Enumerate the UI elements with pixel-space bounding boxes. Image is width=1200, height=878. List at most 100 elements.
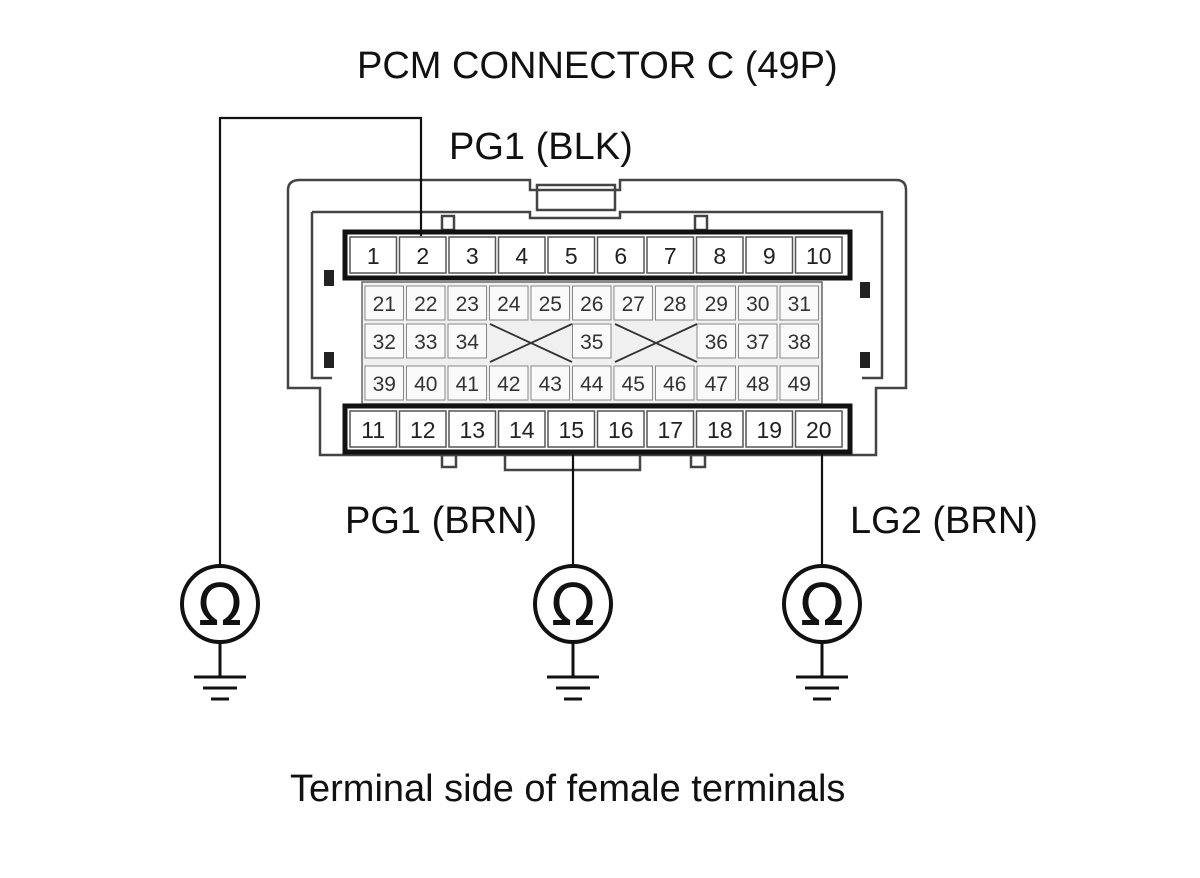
ground-icon [547, 642, 599, 701]
middle-cavity [447, 365, 487, 401]
diagram-title: PCM CONNECTOR C (49P) [357, 45, 838, 87]
top-row-cavity [646, 236, 695, 274]
pin-number: 19 [756, 417, 782, 443]
ohmmeter-3: Ω [782, 564, 862, 701]
middle-cavity [447, 323, 487, 359]
ground-icon [194, 642, 246, 701]
pin-number: 8 [713, 243, 726, 269]
pin-number: 7 [664, 243, 677, 269]
middle-cavity [655, 285, 695, 321]
middle-cavity [364, 365, 404, 401]
middle-cavity [489, 285, 529, 321]
middle-cavity [572, 323, 612, 359]
ohmmeter-2: Ω [533, 564, 613, 701]
middle-cavity [406, 365, 446, 401]
middle-cavity [364, 323, 404, 359]
middle-cavity [779, 285, 819, 321]
pin-number: 31 [788, 293, 811, 316]
pin-number: 40 [414, 373, 437, 396]
middle-cavity [613, 285, 653, 321]
top-row-cavity [497, 236, 546, 274]
pin-number: 43 [539, 373, 562, 396]
middle-cavity [530, 285, 570, 321]
middle-cavity [489, 365, 529, 401]
pin-number: 26 [580, 293, 603, 316]
bottom-row-cavity [398, 410, 447, 448]
pin-number: 49 [788, 373, 811, 396]
pin-number: 41 [456, 373, 479, 396]
pin-number: 18 [707, 417, 733, 443]
middle-cavity [779, 365, 819, 401]
pin-number: 32 [373, 331, 396, 354]
pin-number: 12 [410, 417, 436, 443]
top-row-cavity [398, 236, 447, 274]
pin-number: 44 [580, 373, 604, 396]
pin-number: 45 [622, 373, 645, 396]
pin-number: 28 [663, 293, 686, 316]
middle-cavity [406, 285, 446, 321]
pin-number: 14 [509, 417, 535, 443]
middle-cavity [779, 323, 819, 359]
pin-number: 34 [456, 331, 480, 354]
middle-cavity [613, 365, 653, 401]
middle-cavity [738, 285, 778, 321]
middle-cavity [530, 365, 570, 401]
pin-number: 13 [459, 417, 485, 443]
pin-number: 3 [466, 243, 479, 269]
middle-cavity [738, 323, 778, 359]
pin-number: 4 [515, 243, 528, 269]
probe-wires [218, 116, 824, 565]
label-pg1-brn: PG1 (BRN) [345, 500, 538, 542]
pin-number: 9 [763, 243, 776, 269]
pin-number: 30 [746, 293, 769, 316]
pin-number: 42 [497, 373, 520, 396]
bottom-row-cavity [448, 410, 497, 448]
top-row-cavity [745, 236, 794, 274]
pin-number: 24 [497, 293, 521, 316]
pin-number: 46 [663, 373, 686, 396]
bottom-row-cavity [794, 410, 843, 448]
bottom-row-cavity [695, 410, 744, 448]
wire-pg1-blk [218, 116, 423, 565]
pin-number: 39 [373, 373, 396, 396]
middle-cavity [572, 365, 612, 401]
middle-cavity [572, 285, 612, 321]
connector-housing [286, 178, 908, 472]
pin-number: 35 [580, 331, 603, 354]
middle-cavity [738, 365, 778, 401]
pin-number: 6 [614, 243, 627, 269]
top-row-cavity [596, 236, 645, 274]
top-row-cavity [448, 236, 497, 274]
bottom-row-cavity [547, 410, 596, 448]
middle-cavity [696, 365, 736, 401]
bottom-row-cavity [596, 410, 645, 448]
bottom-row-cavity [349, 410, 398, 448]
pin-number: 5 [565, 243, 578, 269]
label-pg1-blk: PG1 (BLK) [449, 126, 633, 168]
pin-number: 20 [806, 417, 832, 443]
pin-number: 16 [608, 417, 634, 443]
middle-cavity [447, 285, 487, 321]
ohm-symbol-icon: Ω [551, 571, 595, 639]
top-row-cavity [547, 236, 596, 274]
pin-number: 29 [705, 293, 728, 316]
bottom-row-cavity [497, 410, 546, 448]
pin-number: 36 [705, 331, 728, 354]
pin-number: 37 [746, 331, 769, 354]
pin-number: 27 [622, 293, 645, 316]
pin-number: 11 [361, 417, 385, 443]
pin-number: 25 [539, 293, 562, 316]
pin-number: 1 [367, 243, 380, 269]
bottom-row-cavity [745, 410, 794, 448]
middle-cavity [655, 365, 695, 401]
top-row-cavity [695, 236, 744, 274]
pin-number: 22 [414, 293, 437, 316]
ohmmeter-1: Ω [180, 564, 260, 701]
blocked-cavities [489, 323, 698, 363]
pin-number: 10 [806, 243, 832, 269]
label-lg2-brn: LG2 (BRN) [850, 500, 1038, 542]
middle-cavity [406, 323, 446, 359]
